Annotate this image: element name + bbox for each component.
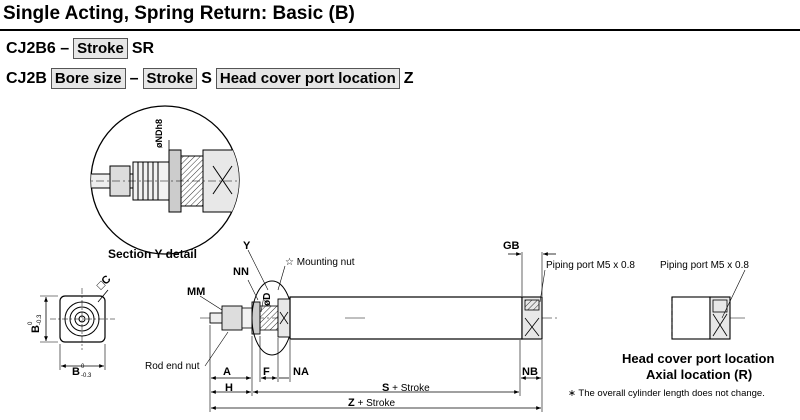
model-mid: S [201, 69, 212, 87]
gb-label: GB [503, 240, 520, 252]
na-label: NA [293, 366, 309, 378]
d-label: øD [262, 293, 273, 306]
model-prefix: CJ2B6 – [6, 39, 70, 57]
title-underline [0, 29, 800, 31]
z-dimension-label: Z + Stroke [348, 397, 395, 409]
model-prefix: CJ2B [6, 69, 47, 87]
f-label: F [263, 366, 270, 378]
c-label: □C [95, 273, 114, 292]
cylinder-side-view [199, 249, 560, 412]
page-title: Single Acting, Spring Return: Basic (B) [3, 3, 355, 24]
nn-label: NN [233, 266, 249, 278]
s-label: S [382, 382, 389, 394]
model-suffix: Z [403, 69, 414, 87]
section-y-caption: Section Y detail [108, 247, 197, 261]
nd-label: øNDh8 [154, 119, 164, 148]
axial-caption-line1: Head cover port location [622, 351, 774, 366]
mm-label: MM [187, 286, 205, 298]
end-view [40, 288, 115, 370]
overall-length-note: ∗ The overall cylinder length does not c… [568, 388, 765, 399]
section-y-detail: øNDh8 Section Y detail [90, 105, 240, 261]
axial-port-view [671, 269, 746, 340]
head-port-box: Head cover port location [215, 68, 400, 89]
s-dimension-label: S + Stroke [382, 382, 430, 394]
s-suffix: + Stroke [389, 383, 430, 394]
stroke-box: Stroke [73, 38, 128, 59]
model-code-head-port: CJ2B Bore size – Stroke S Head cover por… [6, 68, 418, 89]
axial-piping-port-label: Piping port M5 x 0.8 [660, 260, 749, 271]
a-label: A [223, 366, 231, 378]
h-label: H [225, 382, 233, 394]
stroke-box: Stroke [142, 68, 198, 89]
b-bottom-tol-bottom: -0.3 [81, 373, 92, 379]
b-vertical-label: B [30, 325, 42, 333]
model-suffix: SR [131, 39, 155, 57]
b-vertical-tol-top: 0 [28, 321, 34, 325]
b-bottom-tol-top: 0 [81, 364, 85, 370]
piping-port-label: Piping port M5 x 0.8 [546, 260, 635, 271]
model-dash: – [129, 69, 139, 87]
z-label: Z [348, 397, 355, 409]
y-label: Y [243, 240, 251, 252]
mounting-nut-label: ☆ Mounting nut [285, 257, 355, 268]
z-suffix: + Stroke [355, 398, 396, 409]
bore-size-box: Bore size [50, 68, 126, 89]
b-bottom-label: B [72, 366, 80, 378]
model-code-spring-return: CJ2B6 – Stroke SR [6, 38, 158, 59]
rod-end-nut-label: Rod end nut [145, 361, 200, 372]
nb-label: NB [522, 366, 538, 378]
axial-caption-line2: Axial location (R) [646, 367, 752, 382]
b-vertical-tol-bottom: -0.3 [37, 314, 43, 325]
